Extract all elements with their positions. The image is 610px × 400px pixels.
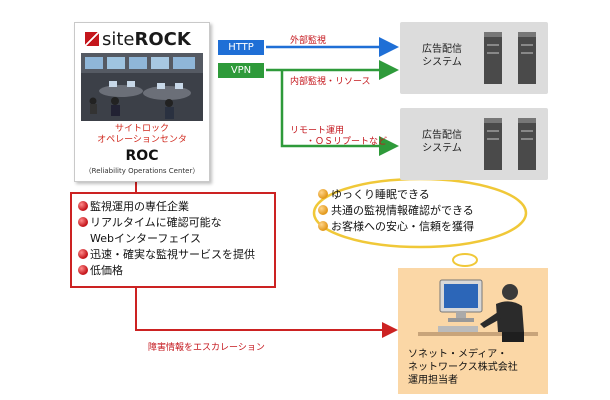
server-1-label-line2: システム — [422, 57, 462, 68]
ad-delivery-server-1: 広告配信 システム — [400, 22, 548, 94]
red-bullet-icon — [78, 265, 88, 275]
escalation-connector — [135, 288, 398, 338]
remote-ops-label-2: ・ＯＳリプートなど — [306, 137, 388, 147]
feature-item: 監視運用の専任企業 — [78, 199, 268, 215]
feature-item: リアルタイムに確認可能な — [78, 215, 268, 231]
benefit-item: お客様への安心・信頼を獲得 — [318, 219, 518, 235]
benefit-item: 共通の監視情報確認ができる — [318, 203, 518, 219]
orange-bullet-icon — [318, 189, 328, 199]
red-bullet-icon — [78, 217, 88, 227]
benefit-item: ゆっくり睡眠できる — [318, 187, 518, 203]
bubble-tail-1 — [452, 253, 478, 267]
remote-ops-connector — [280, 70, 399, 156]
server-2-label-line2: システム — [422, 143, 462, 154]
remote-ops-label-1: リモート運用 — [290, 126, 345, 136]
operations-center-photo — [81, 53, 203, 121]
feature-item: 低価格 — [78, 263, 268, 279]
server-rack-icon — [484, 32, 536, 84]
server-rack-icon — [484, 118, 536, 170]
roc-card: siteROCK サイトロック オペレーションセンタ ROC （Reliabil… — [74, 22, 210, 182]
operator-label-line1: ソネット・メディア・ — [408, 349, 508, 360]
server-1-label-line1: 広告配信 — [422, 44, 462, 55]
http-badge: HTTP — [218, 40, 264, 55]
siterock-mark-icon — [85, 32, 99, 46]
orange-bullet-icon — [318, 205, 328, 215]
features-box: 監視運用の専任企業 リアルタイムに確認可能な Webインターフェイス 迅速・確実… — [70, 192, 276, 288]
feature-item-continued: Webインターフェイス — [90, 232, 201, 245]
operator-box: ソネット・メディア・ ネットワークス株式会社 運用担当者 — [398, 268, 548, 394]
operator-label-line2: ネットワークス株式会社 — [408, 362, 518, 373]
logo-rock-text: ROCK — [134, 29, 191, 50]
orange-bullet-icon — [318, 221, 328, 231]
siterock-logo: siteROCK — [85, 29, 201, 50]
roc-full-name: （Reliability Operations Center） — [84, 167, 200, 175]
roc-name: ROC — [125, 148, 159, 164]
feature-item: 迅速・確実な監視サービスを提供 — [78, 247, 268, 263]
roc-subtitle-1: サイトロック — [114, 124, 169, 134]
operator-at-computer-icon — [418, 279, 538, 342]
escalation-label: 障害情報をエスカレーション — [148, 343, 265, 353]
operator-label: ソネット・メディア・ ネットワークス株式会社 運用担当者 — [408, 348, 543, 387]
red-bullet-icon — [78, 201, 88, 211]
benefits-list: ゆっくり睡眠できる 共通の監視情報確認ができる お客様への安心・信頼を獲得 — [318, 187, 518, 235]
vpn-badge: VPN — [218, 63, 264, 78]
roc-subtitle-2: オペレーションセンタ — [97, 135, 187, 145]
internal-monitoring-label: 内部監視・リソース — [290, 77, 371, 87]
operator-label-line3: 運用担当者 — [408, 375, 458, 386]
ad-delivery-server-2: 広告配信 システム — [400, 108, 548, 180]
red-bullet-icon — [78, 249, 88, 259]
external-monitoring-label: 外部監視 — [290, 36, 327, 46]
server-2-label-line1: 広告配信 — [422, 130, 462, 141]
logo-site-text: site — [102, 29, 135, 50]
